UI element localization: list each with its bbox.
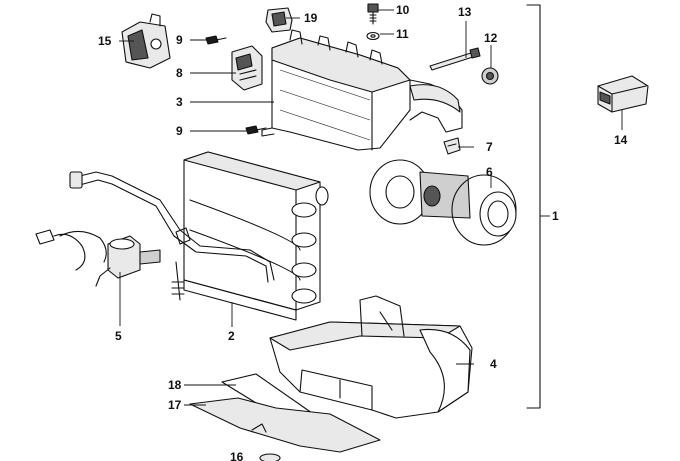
label-part-17: 17 [168, 398, 182, 412]
resistor-block-illustration [231, 45, 263, 91]
assembly-bracket [526, 4, 550, 409]
blower-motor-illustration [369, 159, 517, 246]
label-part-6: 6 [486, 165, 493, 179]
label-part-8: 8 [176, 66, 183, 80]
bottom-part-illustration [259, 453, 281, 461]
clip-illustration [443, 137, 461, 155]
relay-illustration [597, 75, 649, 113]
label-part-15: 15 [98, 34, 112, 48]
label-part-13: 13 [458, 5, 472, 19]
label-part-1: 1 [552, 209, 559, 223]
label-part-18: 18 [168, 378, 182, 392]
label-part-14: 14 [614, 133, 628, 147]
washer-illustration [366, 31, 380, 41]
rod-illustration [429, 47, 481, 71]
label-part-4: 4 [490, 357, 497, 371]
label-part-12: 12 [484, 31, 498, 45]
screw-top-illustration [205, 35, 227, 45]
part-number-labels: 1 2 3 4 5 6 7 8 9 9 10 11 12 13 14 15 16… [98, 3, 628, 461]
evaporator-illustration [69, 151, 329, 321]
label-part-9-top: 9 [176, 33, 183, 47]
lower-housing-illustration [269, 295, 473, 419]
grommet-illustration [481, 67, 499, 85]
cover-cap-illustration [265, 7, 293, 33]
label-part-11: 11 [396, 27, 409, 41]
label-part-16: 16 [230, 450, 244, 461]
upper-housing-illustration [261, 29, 463, 151]
control-module-illustration [121, 13, 171, 69]
expansion-valve-illustration [35, 229, 185, 301]
label-part-7: 7 [486, 140, 493, 154]
leader-lines [119, 9, 623, 406]
label-part-2: 2 [228, 329, 235, 343]
label-part-10: 10 [396, 3, 410, 17]
label-part-19: 19 [304, 11, 318, 25]
screw-bottom-illustration [245, 125, 267, 135]
bolt-illustration [367, 3, 379, 25]
label-part-5: 5 [115, 329, 122, 343]
filter-plate-illustration [189, 397, 381, 453]
label-part-3: 3 [176, 95, 183, 109]
label-part-9-bottom: 9 [176, 124, 183, 138]
